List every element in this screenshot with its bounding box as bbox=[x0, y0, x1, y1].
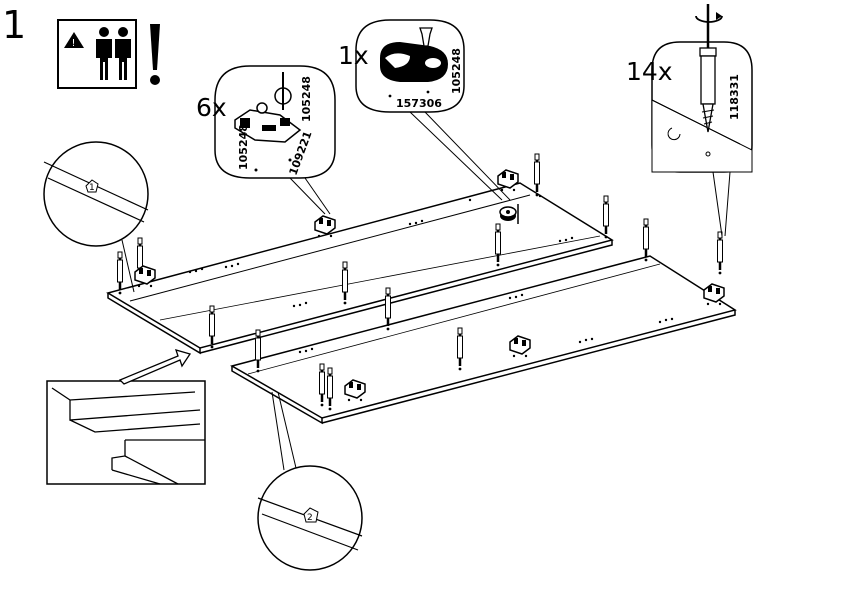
cam-lock-quantity: 1x bbox=[338, 41, 369, 70]
hinge-plate-quantity: 6x bbox=[196, 93, 227, 122]
hinge-plate-callout: 6x 105248 105248 109221 bbox=[196, 65, 336, 215]
svg-text:!: ! bbox=[72, 38, 76, 49]
panel-holes bbox=[188, 194, 674, 354]
hinge-plate-code-1: 105248 bbox=[300, 76, 313, 122]
cam-lock-part bbox=[499, 204, 519, 224]
two-person-warning-icon: ! bbox=[57, 19, 160, 89]
dowel-quantity: 14x bbox=[626, 57, 673, 86]
dowel-callout: 14x 118331 bbox=[626, 4, 753, 237]
panel-2-marker: 2 bbox=[307, 513, 313, 523]
step-number: 1 bbox=[2, 3, 27, 47]
lower-panel bbox=[230, 255, 737, 425]
cam-lock-code-1: 105248 bbox=[450, 48, 463, 94]
cam-lock-code-2: 157306 bbox=[396, 97, 442, 110]
panel-2-detail: 2 bbox=[257, 391, 363, 571]
panel-1-detail: 1 bbox=[43, 141, 149, 293]
panel-1-marker: 1 bbox=[89, 183, 95, 193]
hinge-plate-code-2: 105248 bbox=[237, 124, 250, 170]
edge-detail-box bbox=[46, 349, 206, 485]
upper-panel bbox=[106, 182, 614, 355]
cam-lock-callout: 1x 105248 157306 bbox=[338, 19, 511, 201]
dowel-code: 118331 bbox=[728, 74, 741, 120]
